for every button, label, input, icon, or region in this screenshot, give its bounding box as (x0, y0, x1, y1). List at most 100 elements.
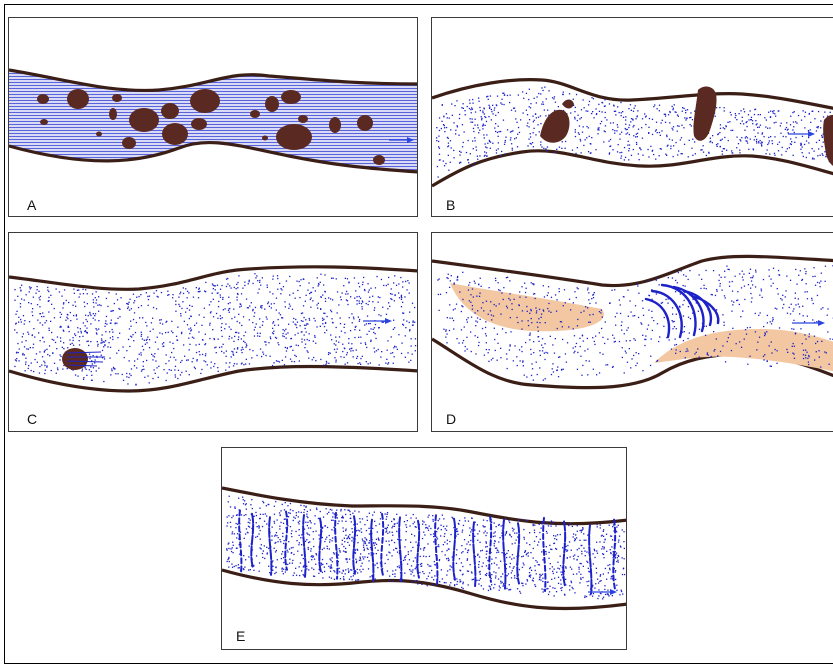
grain-dot (202, 339, 203, 340)
grain-dot (503, 583, 504, 584)
grain-dot (217, 285, 218, 286)
grain-dot (604, 106, 605, 107)
grain-dot (311, 548, 312, 549)
grain-dot (328, 566, 329, 567)
grain-dot (549, 591, 550, 592)
grain-dot (519, 291, 520, 292)
grain-dot (442, 578, 443, 579)
grain-dot (372, 301, 373, 302)
grain-dot (491, 119, 492, 120)
grain-dot (795, 269, 796, 270)
grain-dot (528, 139, 529, 140)
grain-dot (381, 279, 382, 280)
grain-dot (541, 551, 542, 552)
grain-dot (336, 510, 337, 511)
grain-dot (587, 338, 588, 339)
grain-dot (353, 317, 354, 318)
grain-dot (430, 534, 431, 535)
grain-dot (47, 287, 48, 288)
grain-dot (316, 304, 317, 305)
grain-dot (79, 344, 80, 345)
grain-dot (750, 327, 751, 328)
grain-dot (577, 559, 578, 560)
grain-dot (501, 292, 502, 293)
grain-dot (274, 506, 275, 507)
grain-dot (363, 558, 364, 559)
grain-dot (404, 546, 405, 547)
grain-dot (111, 320, 112, 321)
grain-dot (459, 151, 460, 152)
grain-dot (128, 377, 129, 378)
grain-dot (366, 539, 367, 540)
grain-dot (463, 340, 464, 341)
grain-dot (439, 117, 440, 118)
grain-dot (761, 145, 762, 146)
grain-dot (508, 589, 509, 590)
grain-dot (289, 563, 290, 564)
grain-dot (510, 563, 511, 564)
grain-dot (401, 295, 402, 296)
grain-dot (327, 513, 328, 514)
grain-dot (187, 297, 188, 298)
grain-dot (525, 583, 526, 584)
grain-dot (571, 582, 572, 583)
grain-dot (357, 535, 358, 536)
grain-dot (308, 569, 309, 570)
grain-dot (314, 337, 315, 338)
grain-dot (60, 317, 61, 318)
grain-dot (87, 321, 88, 322)
grain-dot (724, 107, 725, 108)
grain-dot (277, 342, 278, 343)
grain-dot (316, 509, 317, 510)
grain-dot (325, 323, 326, 324)
grain-dot (454, 584, 455, 585)
grain-dot (523, 98, 524, 99)
grain-dot (359, 300, 360, 301)
grain-dot (628, 316, 629, 317)
grain-dot (640, 148, 641, 149)
grain-dot (821, 135, 822, 136)
grain-dot (541, 575, 542, 576)
grain-dot (561, 148, 562, 149)
grain-dot (149, 347, 150, 348)
grain-dot (583, 126, 584, 127)
grain-dot (801, 144, 802, 145)
grain-dot (683, 340, 684, 341)
grain-dot (410, 574, 411, 575)
grain-dot (481, 118, 482, 119)
grain-dot (259, 289, 260, 290)
grain-dot (511, 131, 512, 132)
grain-dot (659, 132, 660, 133)
grain-dot (673, 145, 674, 146)
grain-dot (542, 338, 543, 339)
grain-dot (589, 303, 590, 304)
grain-dot (575, 346, 576, 347)
grain-dot (672, 277, 673, 278)
grain-dot (621, 112, 622, 113)
grain-dot (540, 115, 541, 116)
grain-dot (227, 516, 228, 517)
grain-dot (205, 282, 206, 283)
grain-dot (141, 371, 142, 372)
grain-dot (359, 321, 360, 322)
grain-dot (536, 102, 537, 103)
grain-dot (83, 379, 84, 380)
grain-dot (547, 146, 548, 147)
grain-dot (772, 317, 773, 318)
grain-dot (749, 273, 750, 274)
grain-dot (621, 321, 622, 322)
grain-dot (625, 116, 626, 117)
grain-dot (283, 329, 284, 330)
grain-dot (259, 327, 260, 328)
grain-dot (374, 545, 375, 546)
grain-dot (528, 555, 529, 556)
grain-dot (650, 365, 651, 366)
grain-dot (228, 557, 229, 558)
grain-dot (446, 530, 447, 531)
grain-dot (248, 281, 249, 282)
grain-dot (195, 368, 196, 369)
grain-dot (220, 294, 221, 295)
grain-dot (626, 340, 627, 341)
grain-dot (471, 107, 472, 108)
grain-dot (556, 591, 557, 592)
